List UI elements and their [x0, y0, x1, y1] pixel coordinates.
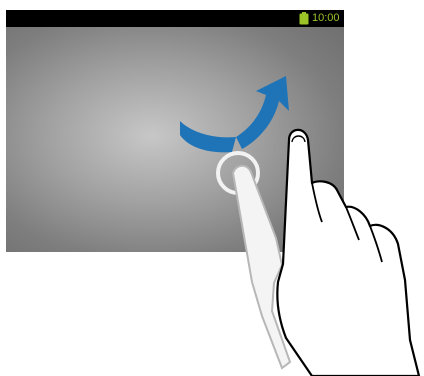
rotate-arrow-head: [236, 76, 289, 149]
rotate-arrow-icon: [180, 76, 289, 152]
hand-icon: [277, 130, 419, 376]
hand-outline: [277, 130, 419, 376]
rotate-arrow-tail: [180, 121, 236, 152]
